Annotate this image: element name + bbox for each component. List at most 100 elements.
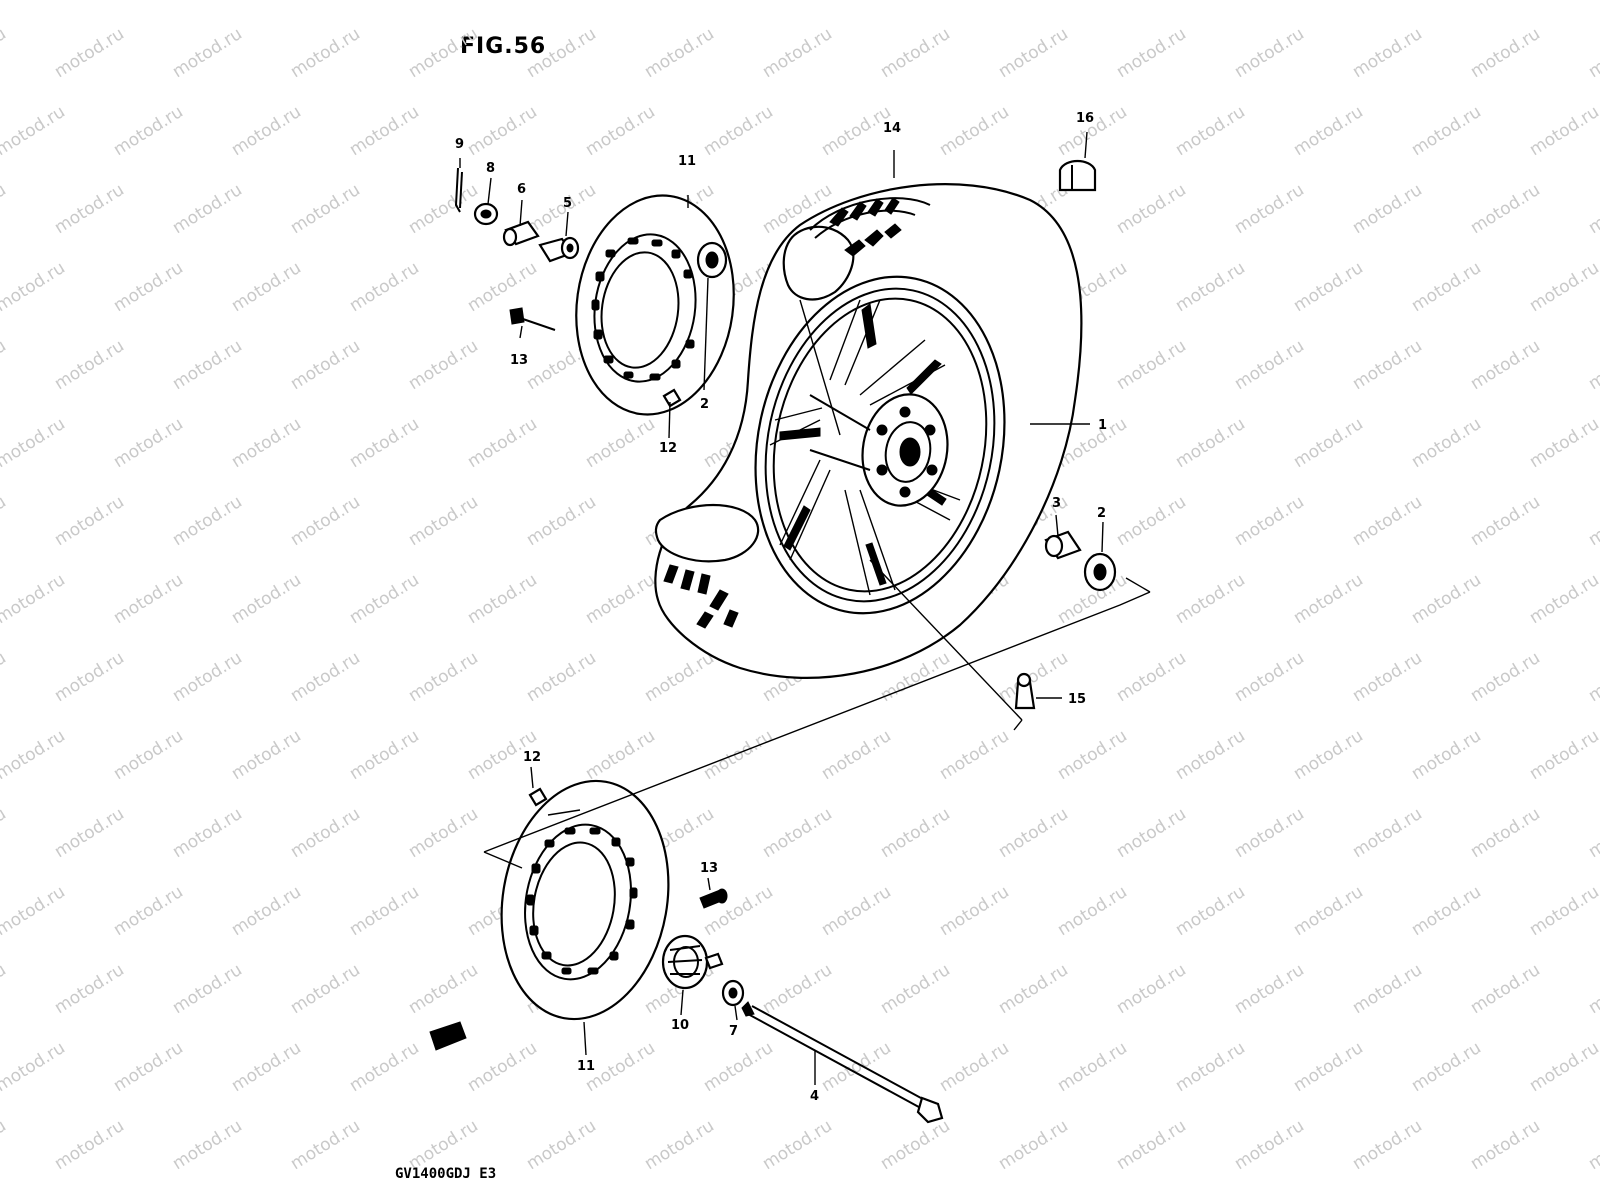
watermark-text: motod.ru xyxy=(1231,804,1308,862)
callout-1: 1 xyxy=(1098,418,1107,433)
watermark-text: motod.ru xyxy=(169,180,246,238)
watermark-text: motod.ru xyxy=(1349,648,1426,706)
watermark-text: motod.ru xyxy=(1113,180,1190,238)
watermark-text: motod.ru xyxy=(1408,570,1485,628)
figure-title: FIG.56 xyxy=(460,34,547,59)
callout-10: 10 xyxy=(671,1018,689,1033)
watermark-text: motod.ru xyxy=(51,960,128,1018)
watermark-text: motod.ru xyxy=(1349,336,1426,394)
watermark-text: motod.ru xyxy=(1408,258,1485,316)
watermark-text: motod.ru xyxy=(169,1116,246,1174)
watermark-text: motod.ru xyxy=(1349,804,1426,862)
watermark-text: motod.ru xyxy=(1231,24,1308,82)
watermark-text: motod.ru xyxy=(1172,414,1249,472)
callout-12-lower: 12 xyxy=(523,750,541,765)
watermark-text: motod.ru xyxy=(759,24,836,82)
bearing-right xyxy=(1083,552,1117,592)
watermark-text: motod.ru xyxy=(936,0,1013,4)
callout-2-right: 2 xyxy=(1097,506,1106,521)
watermark-text: motod.ru xyxy=(1585,492,1600,550)
tire-valve xyxy=(1014,672,1036,710)
watermark-text: motod.ru xyxy=(523,24,600,82)
watermark-text: motod.ru xyxy=(1231,960,1308,1018)
watermark-text: motod.ru xyxy=(1408,414,1485,472)
watermark-text: motod.ru xyxy=(1290,726,1367,784)
watermark-text: motod.ru xyxy=(287,180,364,238)
watermark-text: motod.ru xyxy=(0,180,10,238)
watermark-text: motod.ru xyxy=(0,804,10,862)
watermark-text: motod.ru xyxy=(936,102,1013,160)
watermark-text: motod.ru xyxy=(346,0,423,4)
watermark-text: motod.ru xyxy=(877,960,954,1018)
watermark-text: motod.ru xyxy=(0,0,69,4)
watermark-text: motod.ru xyxy=(1526,882,1600,940)
callout-9: 9 xyxy=(455,137,464,152)
watermark-text: motod.ru xyxy=(877,1116,954,1174)
watermark-text: motod.ru xyxy=(51,648,128,706)
watermark-text: motod.ru xyxy=(1349,24,1426,82)
disc-bolt-upper xyxy=(509,307,556,331)
watermark-text: motod.ru xyxy=(759,804,836,862)
watermark-text: motod.ru xyxy=(700,726,777,784)
watermark-text: motod.ru xyxy=(1585,336,1600,394)
watermark-text: motod.ru xyxy=(346,102,423,160)
watermark-text: motod.ru xyxy=(405,960,482,1018)
watermark-text: motod.ru xyxy=(1467,492,1544,550)
cotter-pin xyxy=(454,167,463,213)
watermark-text: motod.ru xyxy=(1408,102,1485,160)
watermark-text: motod.ru xyxy=(1526,414,1600,472)
watermark-text: motod.ru xyxy=(1113,1116,1190,1174)
watermark-text: motod.ru xyxy=(464,0,541,4)
watermark-text: motod.ru xyxy=(1054,0,1131,4)
callout-13-lower: 13 xyxy=(700,861,718,876)
watermark-text: motod.ru xyxy=(1172,570,1249,628)
watermark-text: motod.ru xyxy=(1526,570,1600,628)
callout-12-upper: 12 xyxy=(659,441,677,456)
watermark-text: motod.ru xyxy=(169,804,246,862)
watermark-text: motod.ru xyxy=(1526,0,1600,4)
watermark-text: motod.ru xyxy=(0,1116,10,1174)
watermark-text: motod.ru xyxy=(1408,1038,1485,1096)
watermark-text: motod.ru xyxy=(228,414,305,472)
watermark-text: motod.ru xyxy=(464,414,541,472)
watermark-text: motod.ru xyxy=(228,1038,305,1096)
watermark-text: motod.ru xyxy=(1408,726,1485,784)
watermark-text: motod.ru xyxy=(228,258,305,316)
watermark-text: motod.ru xyxy=(995,960,1072,1018)
watermark-text: motod.ru xyxy=(287,24,364,82)
watermark-text: motod.ru xyxy=(287,336,364,394)
watermark-text: motod.ru xyxy=(346,882,423,940)
watermark-text: motod.ru xyxy=(936,882,1013,940)
callout-2-upper: 2 xyxy=(700,397,709,412)
watermark-text: motod.ru xyxy=(287,1116,364,1174)
watermark-text: motod.ru xyxy=(1526,1038,1600,1096)
watermark-text: motod.ru xyxy=(582,414,659,472)
watermark-text: motod.ru xyxy=(405,180,482,238)
watermark-text: motod.ru xyxy=(1585,1116,1600,1174)
watermark-text: motod.ru xyxy=(0,414,69,472)
callout-11-upper: 11 xyxy=(678,154,696,169)
watermark-text: motod.ru xyxy=(287,648,364,706)
watermark-text: motod.ru xyxy=(582,0,659,4)
lock-washer-upper xyxy=(662,388,682,408)
watermark-text: motod.ru xyxy=(700,102,777,160)
watermark-text: motod.ru xyxy=(110,882,187,940)
watermark-text: motod.ru xyxy=(1290,102,1367,160)
watermark-text: motod.ru xyxy=(169,336,246,394)
watermark-text: motod.ru xyxy=(1408,0,1485,4)
watermark-text: motod.ru xyxy=(110,414,187,472)
callouts: 1 2 2 3 4 5 6 7 8 9 10 11 11 12 12 13 13… xyxy=(455,111,1107,1104)
watermark-text: motod.ru xyxy=(110,570,187,628)
watermark-text: motod.ru xyxy=(110,102,187,160)
callout-11-lower: 11 xyxy=(577,1059,595,1074)
watermark-text: motod.ru xyxy=(1054,882,1131,940)
balancer-weight xyxy=(1058,159,1097,192)
watermark-text: motod.ru xyxy=(169,960,246,1018)
watermark-text: motod.ru xyxy=(51,336,128,394)
watermark-text: motod.ru xyxy=(1231,492,1308,550)
watermark-text: motod.ru xyxy=(346,1038,423,1096)
watermark-text: motod.ru xyxy=(1290,1038,1367,1096)
watermark-text: motod.ru xyxy=(1172,0,1249,4)
brake-disc-upper xyxy=(575,194,735,416)
